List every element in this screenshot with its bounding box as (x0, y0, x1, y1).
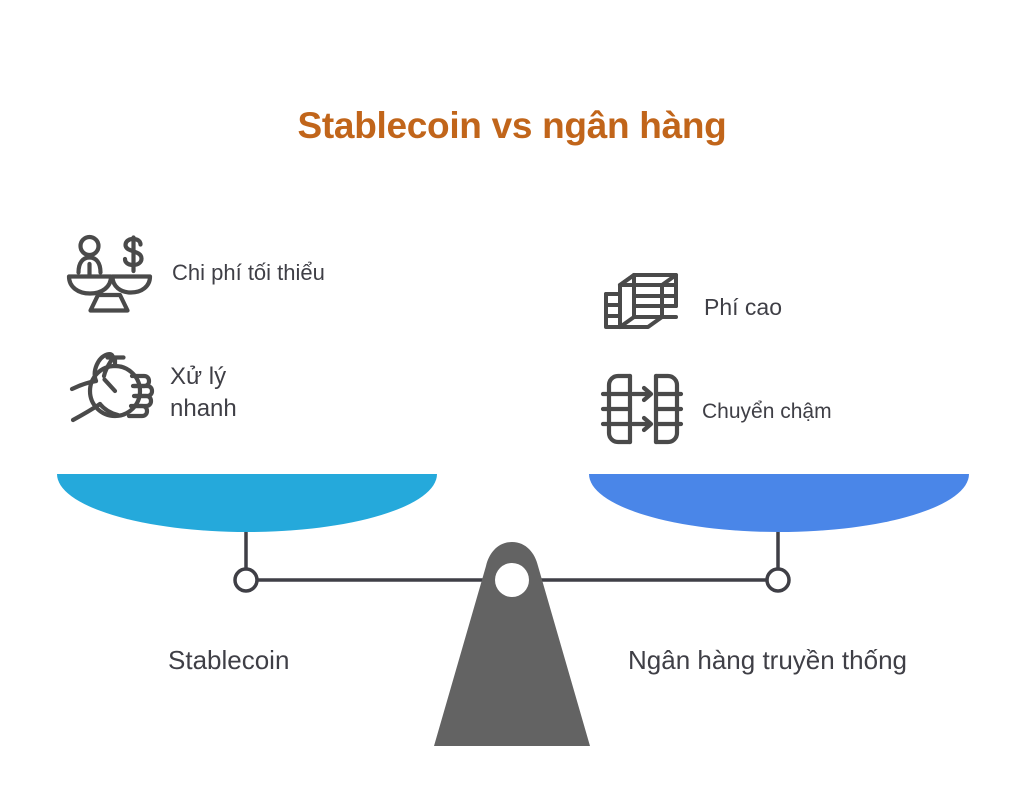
left-hanger-ring-icon (233, 567, 259, 593)
balance-scale-graphic (0, 450, 1024, 770)
feature-fast-processing-label: Xử lý nhanh (170, 362, 237, 422)
feature-high-fee-label: Phí cao (704, 294, 782, 321)
left-scale-pan (57, 474, 437, 532)
hand-stopwatch-icon (62, 346, 158, 439)
bank-transfer-arrows-icon (600, 372, 684, 451)
feature-high-fee: Phí cao (600, 272, 782, 343)
feature-slow-transfer: Chuyển chậm (600, 372, 832, 451)
feature-minimal-cost-label: Chi phí tối thiểu (172, 259, 325, 285)
fulcrum-pivot-hole (495, 563, 529, 597)
left-side-caption: Stablecoin (168, 645, 290, 675)
right-hanger-ring-icon (765, 567, 791, 593)
balance-scale-person-dollar-icon (62, 224, 154, 321)
right-scale-pan (589, 474, 969, 532)
page-title: Stablecoin vs ngân hàng (297, 105, 727, 146)
feature-fast-processing: Xử lý nhanh (62, 346, 237, 439)
feature-slow-transfer-label: Chuyển chậm (702, 399, 832, 423)
balance-fulcrum-icon (434, 542, 590, 746)
banknote-stack-icon (600, 272, 684, 343)
right-side-caption: Ngân hàng truyền thống (628, 645, 907, 675)
feature-minimal-cost: Chi phí tối thiểu (62, 224, 325, 321)
